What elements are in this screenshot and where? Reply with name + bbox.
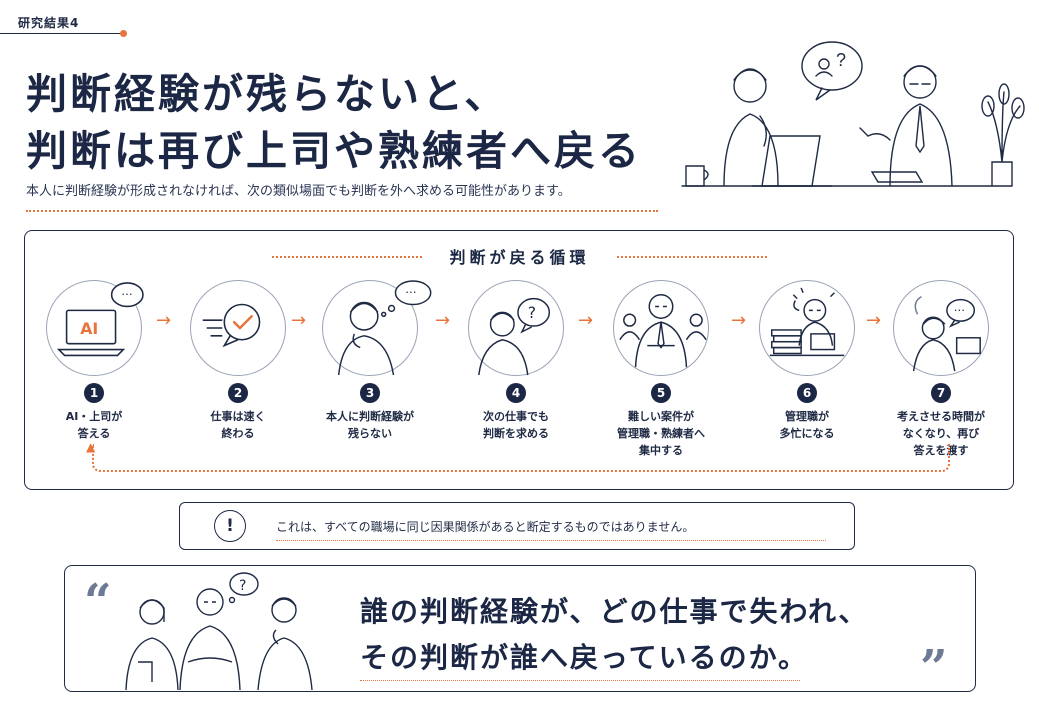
svg-text:···: ···	[954, 303, 965, 317]
people-thinking-illustration: ?	[125, 572, 313, 690]
answer-again-icon: ···	[912, 296, 981, 372]
step-5-label: 難しい案件が 管理職・熟練者へ 集中する	[617, 410, 705, 457]
cycle-title-rule-left	[272, 256, 422, 258]
step-7-illustration: ···	[893, 280, 989, 376]
step-5-illustration	[613, 280, 709, 376]
step-2-illustration	[190, 280, 286, 376]
step-4-number: 4	[506, 383, 526, 403]
cycle-return-line	[92, 444, 950, 472]
question-person-icon: ?	[478, 297, 551, 376]
cycle-arrow-3: →	[435, 310, 451, 331]
cycle-panel	[24, 230, 1014, 490]
disclaimer-underline	[276, 540, 826, 541]
quote-underline	[360, 680, 800, 681]
page-title-line2: 判断は再び上司や熟練者へ戻る	[26, 127, 642, 175]
step-2-number: 2	[228, 383, 248, 403]
step-1-number: 1	[84, 383, 104, 403]
step-7-number: 7	[931, 383, 951, 403]
laptop-ai-icon: ··· AI	[56, 282, 144, 357]
manager-icon	[619, 293, 707, 368]
cycle-arrow-1: →	[156, 310, 172, 331]
subtitle-underline	[26, 210, 658, 212]
step-3-label: 本人に判断経験が 残らない	[326, 410, 414, 440]
cycle-arrow-2: →	[291, 310, 307, 331]
step-3-illustration: ···	[322, 280, 432, 376]
disclaimer-box	[179, 502, 855, 550]
meeting-illustration: ?	[681, 41, 1025, 187]
disclaimer-text: これは、すべての職場に同じ因果関係があると断定するものではありません。	[276, 520, 695, 534]
step-1-label: AI・上司が 答える	[65, 410, 123, 440]
quote-line-1: 誰の判断経験が、どの仕事で失われ、	[360, 595, 869, 628]
cycle-title-rule-right	[617, 256, 767, 258]
section-tag: 研究結果4	[18, 16, 80, 30]
step-6-number: 6	[797, 383, 817, 403]
svg-text:?: ?	[836, 50, 846, 70]
cycle-title: 判断が戻る循環	[449, 248, 590, 267]
ai-screen-text: AI	[80, 319, 98, 338]
tag-dot	[120, 30, 127, 37]
thinking-person-icon: ···	[337, 280, 432, 376]
close-quote-mark: ”	[920, 640, 948, 696]
step-4-illustration: ?	[468, 280, 564, 376]
cycle-arrow-5: →	[731, 310, 747, 331]
step-3-number: 3	[360, 383, 380, 403]
page-subtitle: 本人に判断経験が形成されなければ、次の類似場面でも判断を外へ求める可能性がありま…	[26, 184, 571, 199]
page-title-line1: 判断経験が残らないと、	[26, 70, 509, 118]
svg-text:?: ?	[528, 303, 536, 322]
step-6-label: 管理職が 多忙になる	[779, 410, 835, 440]
quote-box	[64, 565, 976, 692]
exclamation-icon: !	[214, 510, 246, 542]
svg-text:?: ?	[239, 578, 246, 594]
step-2-label: 仕事は速く 終わる	[210, 410, 266, 440]
step-1-illustration: ··· AI	[46, 280, 144, 376]
cycle-arrow-6: →	[866, 310, 882, 331]
cycle-return-arrowhead: ▲	[86, 440, 96, 454]
step-7-label: 考えさせる時間が なくなり、再び 答えを渡す	[897, 410, 985, 457]
open-quote-mark: “	[84, 574, 112, 630]
step-5-number: 5	[651, 383, 671, 403]
busy-manager-icon	[769, 287, 845, 357]
tag-underline	[0, 33, 122, 34]
svg-text:···: ···	[405, 286, 416, 300]
step-4-label: 次の仕事でも 判断を求める	[483, 410, 549, 440]
svg-text:···: ···	[121, 288, 132, 302]
step-6-illustration	[759, 280, 855, 376]
cycle-arrow-4: →	[578, 310, 594, 331]
speech-check-icon	[202, 303, 261, 348]
quote-line-2: その判断が誰へ戻っているのか。	[360, 641, 809, 674]
